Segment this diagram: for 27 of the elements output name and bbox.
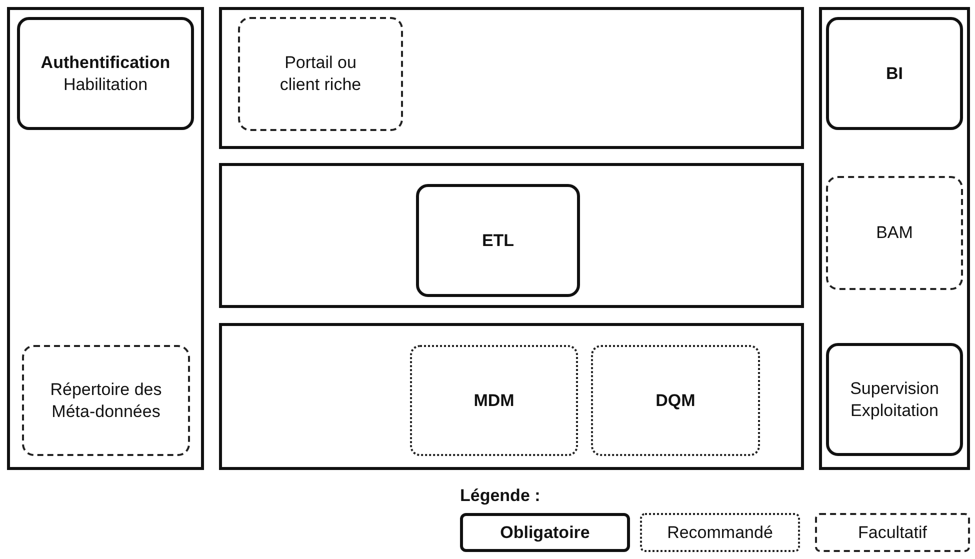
component-box xyxy=(826,176,963,290)
legend-text: Obligatoire xyxy=(500,522,590,542)
component-label: Authentification Habilitation xyxy=(40,52,172,96)
component-box xyxy=(416,184,580,297)
layer-panel xyxy=(219,323,804,470)
layer-panel xyxy=(219,163,804,308)
component-label: Portail ou client riche xyxy=(278,52,362,96)
component-box xyxy=(17,17,194,130)
component-box xyxy=(238,17,403,131)
legend-title: Légende : xyxy=(460,486,540,506)
component-label: BAM xyxy=(876,222,913,244)
legend-text: Recommandé xyxy=(667,522,773,542)
component-box xyxy=(826,343,963,456)
component-box xyxy=(22,345,190,456)
component-label: ETL xyxy=(482,230,514,252)
layer-panel xyxy=(819,7,970,470)
component-label: MDM xyxy=(474,390,514,412)
layer-panel xyxy=(7,7,204,470)
legend-text: Facultatif xyxy=(858,522,927,542)
component-label: Supervision Exploitation xyxy=(849,378,940,422)
component-label: Répertoire des Méta-données xyxy=(49,378,163,422)
component-box xyxy=(591,345,760,456)
component-box xyxy=(410,345,578,456)
layer-panel xyxy=(219,7,804,149)
component-label: DQM xyxy=(656,390,696,412)
component-label: BI xyxy=(886,62,903,84)
component-box xyxy=(826,17,963,130)
